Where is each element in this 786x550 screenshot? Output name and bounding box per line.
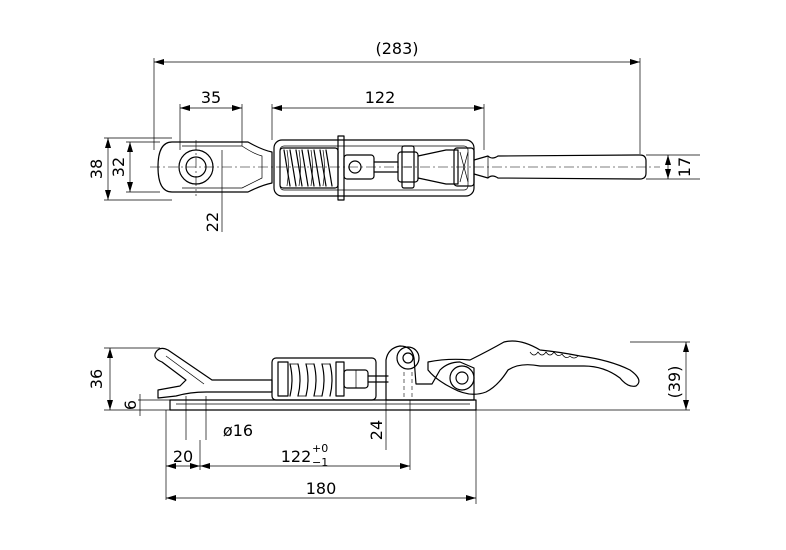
dim-17-label: 17 <box>675 157 694 177</box>
side-lever <box>427 340 640 395</box>
side-hook <box>154 347 273 399</box>
top-spring-end-plate <box>337 135 345 201</box>
dim-36-label: 36 <box>87 369 106 389</box>
side-upper-pivot-outer <box>396 346 420 370</box>
side-bracket <box>385 345 475 401</box>
dim-39-label: (39) <box>665 366 684 399</box>
top-nut <box>348 160 362 174</box>
side-lever-pivot-inner <box>455 371 469 385</box>
side-spring-end <box>335 361 345 397</box>
dim-24-label: 24 <box>367 420 386 440</box>
top-hook-inner-edge <box>182 145 263 189</box>
side-hook-edge <box>165 355 205 385</box>
side-upper-pivot-inner <box>402 352 414 364</box>
top-hook-plate <box>157 141 273 193</box>
side-base-plate <box>169 399 477 411</box>
side-bracket-hidden <box>403 372 413 398</box>
dim-20-label: 20 <box>173 447 193 466</box>
dim-122-top-label: 122 <box>365 88 396 107</box>
dim-122-tol-upper: +0 <box>312 442 328 455</box>
side-housing-front <box>277 361 289 397</box>
side-spring-coils <box>289 363 333 397</box>
dim-32-label: 32 <box>109 157 128 177</box>
dim-122-tol-lower: −1 <box>312 456 328 469</box>
dim-38-label: 38 <box>87 159 106 179</box>
top-view: (283) 35 122 38 32 22 17 <box>87 39 700 232</box>
side-lever-pivot-outer <box>449 365 475 391</box>
dim-6-label: 6 <box>121 400 140 410</box>
dim-122-side-label: 122 <box>281 447 312 466</box>
side-view: 36 6 ø16 24 20 122 +0 −1 180 (39) <box>87 340 690 504</box>
dim-35-label: 35 <box>201 88 221 107</box>
dim-16-label: ø16 <box>223 421 253 440</box>
top-clevis <box>397 145 475 189</box>
top-lever-handle <box>473 154 647 180</box>
dim-22-label: 22 <box>203 212 222 232</box>
side-lever-grip <box>529 351 579 359</box>
top-spring-coils <box>279 147 339 189</box>
dim-overall-label: (283) <box>375 39 418 58</box>
dim-180-label: 180 <box>306 479 337 498</box>
top-nut-block <box>343 154 375 180</box>
side-spring-housing <box>271 357 377 401</box>
